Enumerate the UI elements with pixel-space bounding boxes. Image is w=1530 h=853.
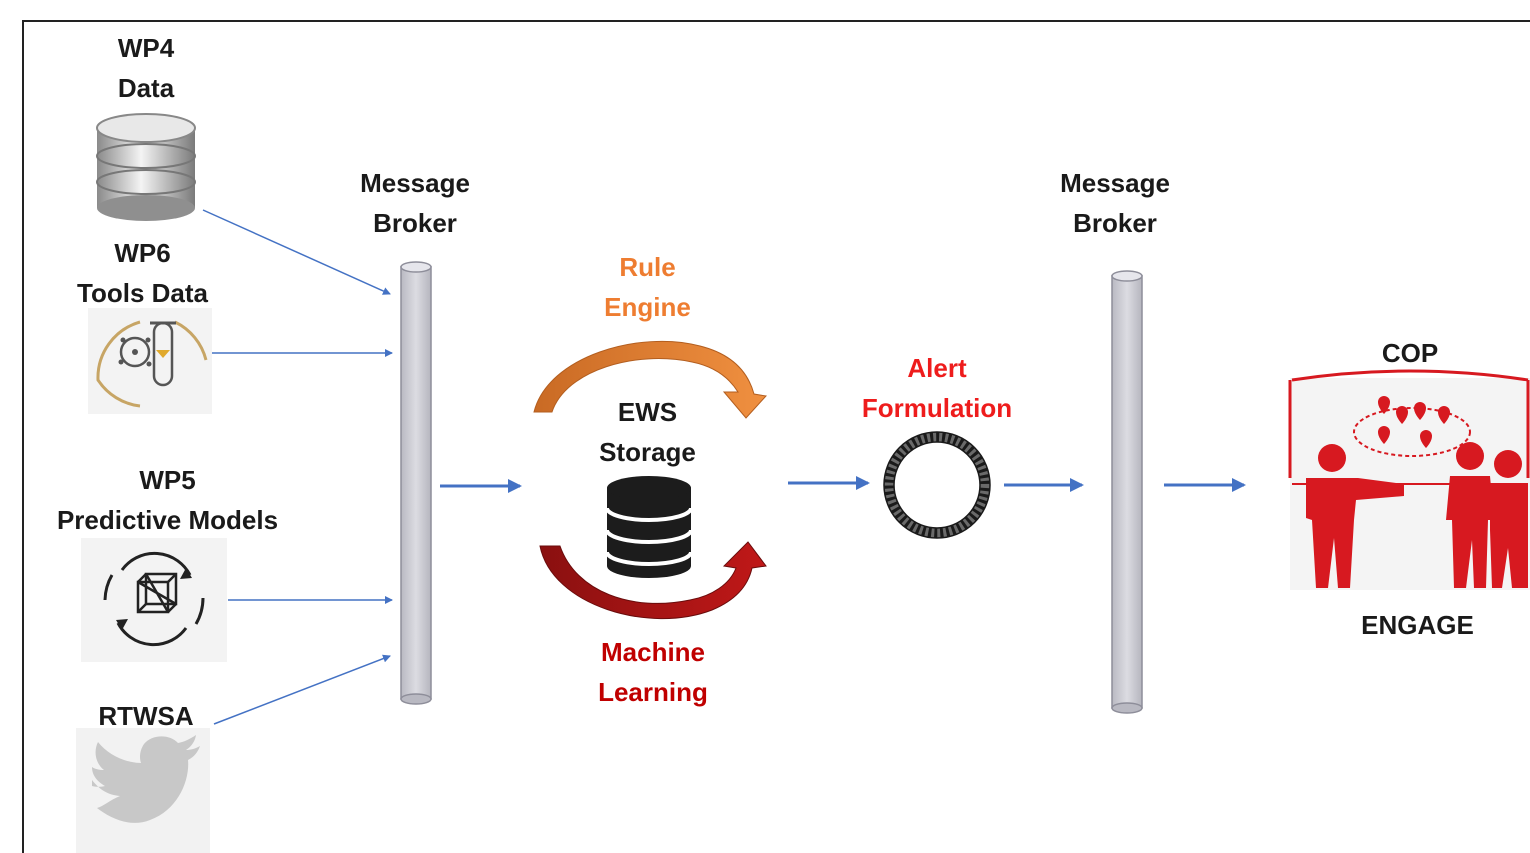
engage-label: ENGAGE [1361,610,1474,640]
arrow-wp4-to-broker [202,209,391,295]
lab-tools-icon [88,308,212,414]
message-broker-left-pipe [400,261,432,705]
cop-engage-illustration [1288,369,1530,590]
arrow-rtwsa-to-broker [213,654,391,725]
machine-learning-arrow [539,541,767,620]
3d-cube-cycle-icon [81,538,227,662]
alert-ring-icon [883,431,991,539]
ews-database-icon [605,476,693,578]
message-broker-right-pipe [1111,270,1143,714]
rtwsa-label: RTWSA [98,701,194,731]
twitter-bird-icon [76,728,210,853]
diagram-frame [22,20,1530,853]
database-icon [96,113,196,221]
rule-engine-arrow [533,340,767,419]
source-arrows [202,209,393,725]
cop-label: COP [1381,338,1439,368]
